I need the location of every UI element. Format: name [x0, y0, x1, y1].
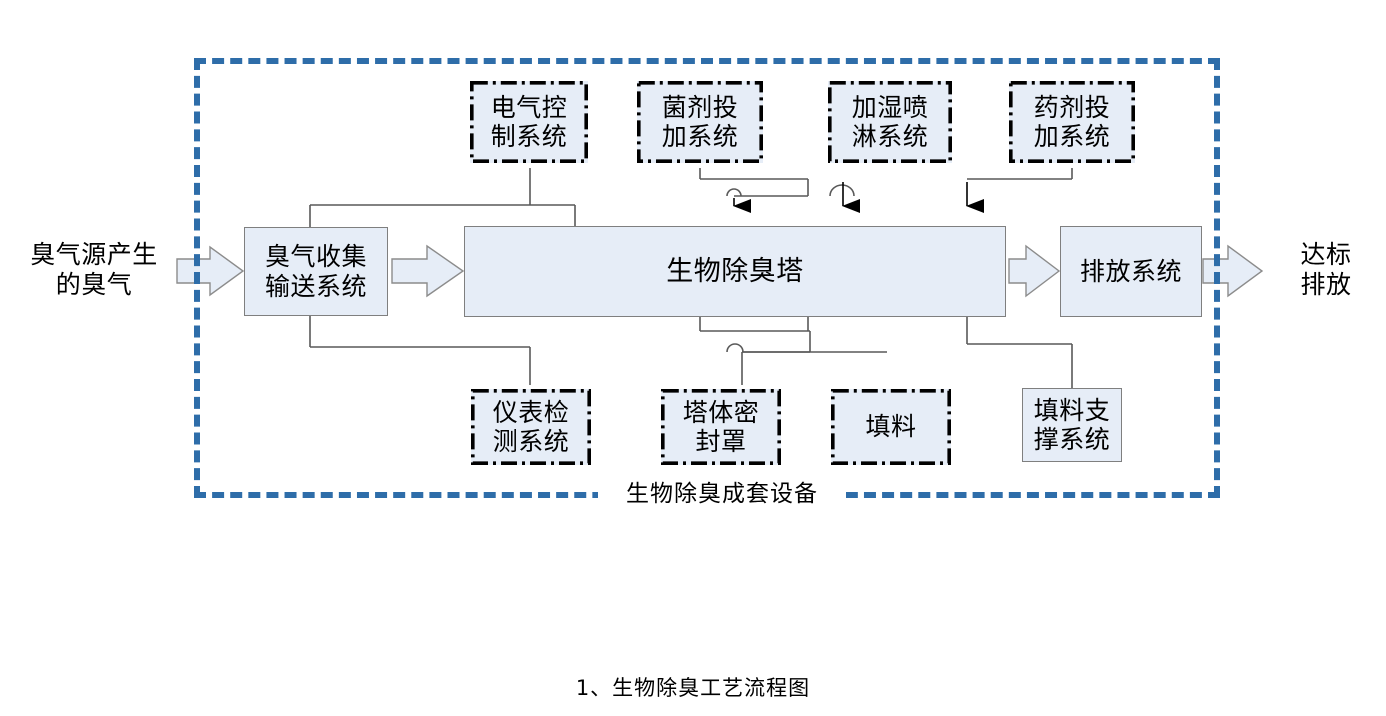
subsystem-box-instrument-detection[interactable]: 仪表检 测系统 [471, 389, 591, 465]
subsystem-label: 仪表检 测系统 [492, 397, 570, 457]
subsystem-label: 塔体密 封罩 [682, 397, 760, 457]
subsystem-box-electric-control[interactable]: 电气控 制系统 [470, 81, 588, 163]
process-box-packing-support[interactable]: 填料支 撑系统 [1022, 388, 1122, 462]
subsystem-box-tower-seal-cover[interactable]: 塔体密 封罩 [661, 389, 781, 465]
subsystem-label: 填料 [865, 412, 917, 442]
output-label: 达标 排放 [1300, 240, 1352, 299]
subsystem-label: 药剂投 加系统 [1033, 92, 1111, 152]
flow-arrow-source-to-collection [176, 245, 245, 297]
subsystem-box-humidify-spray[interactable]: 加湿喷 淋系统 [828, 81, 952, 163]
subsystem-label: 加湿喷 淋系统 [851, 92, 929, 152]
subsystem-label: 电气控 制系统 [490, 92, 568, 152]
input-label: 臭气源产生 的臭气 [30, 240, 158, 299]
figure-caption: 1、生物除臭工艺流程图 [575, 676, 811, 700]
subsystem-label: 菌剂投 加系统 [661, 92, 739, 152]
subsystem-box-bacterial-dosing[interactable]: 菌剂投 加系统 [637, 81, 763, 163]
process-box-collection[interactable]: 臭气收集 输送系统 [244, 227, 388, 316]
flow-arrow-tower-to-discharge [1008, 244, 1061, 298]
subsystem-box-packing[interactable]: 填料 [831, 389, 951, 465]
process-box-discharge[interactable]: 排放系统 [1060, 226, 1202, 317]
flow-arrow-discharge-to-outlet [1202, 244, 1264, 298]
enclosure-label: 生物除臭成套设备 [598, 474, 846, 508]
flow-arrow-collection-to-tower [391, 244, 465, 298]
subsystem-box-chemical-dosing[interactable]: 药剂投 加系统 [1009, 81, 1135, 163]
process-box-tower[interactable]: 生物除臭塔 [464, 226, 1006, 317]
